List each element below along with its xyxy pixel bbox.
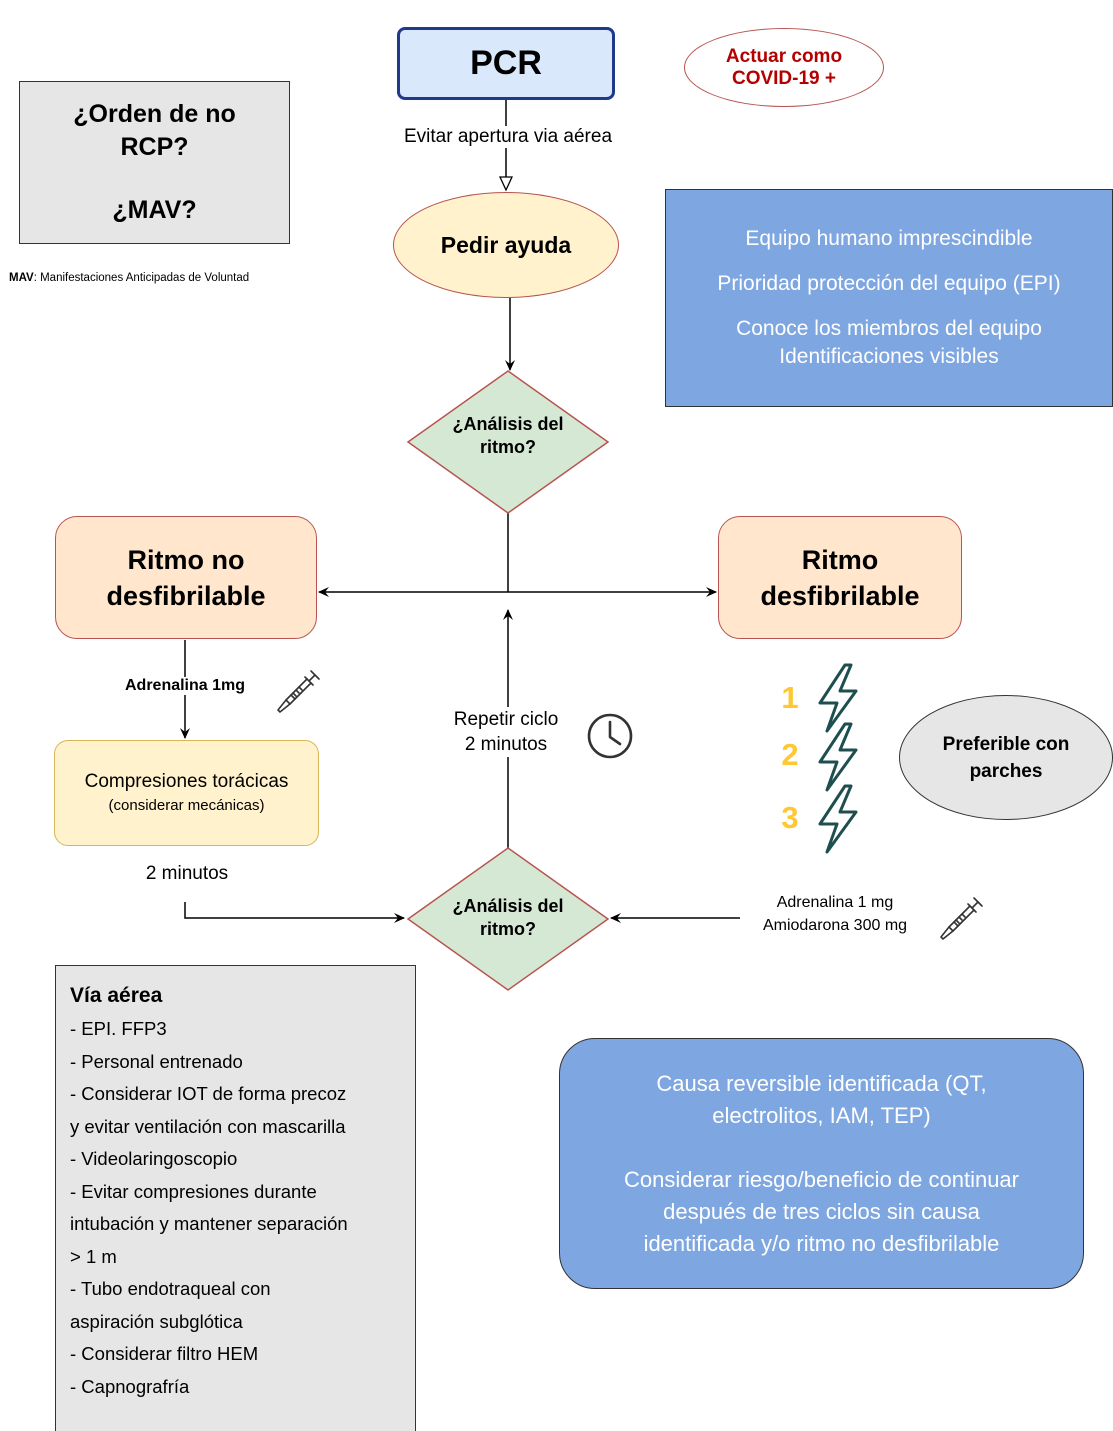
analysis-2-line-2: ritmo?: [480, 919, 536, 939]
rhythm-analysis-diamond-1: [406, 370, 610, 514]
compressions-title: Compresiones torácicas: [84, 771, 289, 792]
pads-line-2: parches: [969, 760, 1043, 782]
shock-number-2: 2: [781, 737, 799, 772]
airway-item: > 1 m: [70, 1245, 117, 1267]
team-line-1: Equipo humano imprescindible: [745, 227, 1033, 250]
reversible-cause-box: Causa reversible identificada (QT, elect…: [559, 1038, 1084, 1289]
shockable-line-1: Ritmo: [801, 544, 879, 575]
lightning-icon: [818, 722, 858, 792]
mav-question: ¿MAV?: [112, 196, 197, 224]
non-shockable-line-1: Ritmo no: [127, 544, 245, 575]
dnr-line-2: RCP?: [120, 133, 189, 161]
repeat-cycle-label: Repetir ciclo 2 minutos: [430, 707, 582, 757]
airway-item: - Considerar IOT de forma precoz: [70, 1083, 347, 1104]
adrenaline-dose: Adrenalina 1 mg: [776, 894, 894, 911]
two-minutes-label: 2 minutos: [145, 863, 229, 884]
non-shockable-rhythm-box: Ritmo no desfibrilable: [55, 516, 317, 639]
avoid-airway-label: Evitar apertura via aérea: [370, 126, 646, 148]
risk-line-1: Considerar riesgo/beneficio de continuar: [623, 1166, 1019, 1192]
repeat-line-1: Repetir ciclo: [453, 709, 559, 730]
dnr-line-1: ¿Orden de no: [73, 100, 236, 128]
non-shockable-line-2: desfibrilable: [106, 580, 266, 611]
mav-definition: : Manifestaciones Anticipadas de Volunta…: [33, 272, 250, 284]
compressions-subtitle: (considerar mecánicas): [108, 797, 265, 814]
dnr-question-box: ¿Orden de no RCP? ¿MAV?: [19, 81, 290, 244]
risk-line-2: después de tres ciclos sin causa: [663, 1198, 980, 1224]
syringe-icon: [277, 670, 320, 713]
pads-preferred-ellipse: Preferible con parches: [899, 695, 1113, 820]
airway-item: aspiración subglótica: [70, 1310, 243, 1332]
risk-line-3: identificada y/o ritmo no desfibrilable: [643, 1230, 1000, 1256]
rhythm-analysis-label-2: ¿Análisis del ritmo?: [408, 895, 608, 941]
airway-title: Vía aérea: [70, 984, 163, 1007]
clock-icon: [587, 713, 633, 759]
airway-item: - Videolaringoscopio: [70, 1148, 238, 1169]
rhythm-analysis-diamond-2: [406, 847, 610, 991]
airway-item: - Capnografría: [70, 1375, 190, 1397]
cause-line-1: Causa reversible identificada (QT,: [656, 1070, 987, 1096]
airway-item: - Evitar compresiones durante: [70, 1180, 317, 1202]
covid-line-1: Actuar como: [725, 45, 843, 67]
analysis-1-line-2: ritmo?: [480, 437, 536, 457]
syringe-icon: [940, 897, 983, 940]
airway-item: - Considerar filtro HEM: [70, 1343, 259, 1364]
pcr-title: PCR: [470, 44, 542, 82]
call-help-ellipse: Pedir ayuda: [393, 192, 619, 298]
airway-box: Vía aérea - EPI. FFP3 - Personal entrena…: [55, 965, 416, 1431]
connector-compresiones-analisis: [184, 902, 405, 923]
lightning-icon: [818, 663, 858, 733]
covid-line-2: COVID-19 +: [731, 67, 836, 89]
adrenaline-label: Adrenalina 1mg: [100, 677, 270, 695]
covid-warning-ellipse: Actuar como COVID-19 +: [684, 28, 884, 107]
airway-item: intubación y mantener separación: [70, 1213, 348, 1234]
mav-abbr: MAV: [9, 272, 34, 284]
airway-item: - Personal entrenado: [70, 1050, 243, 1072]
amiodarone-dose: Amiodarona 300 mg: [762, 917, 908, 934]
airway-item: y evitar ventilación con mascarilla: [70, 1115, 346, 1137]
cause-line-2: electrolitos, IAM, TEP): [712, 1102, 931, 1128]
mav-footnote: MAV: Manifestaciones Anticipadas de Volu…: [9, 272, 249, 284]
chest-compressions-box: Compresiones torácicas (considerar mecán…: [54, 740, 319, 846]
team-line-2: Prioridad protección del equipo (EPI): [717, 272, 1061, 295]
team-info-box: Equipo humano imprescindible Prioridad p…: [665, 189, 1113, 407]
team-line-3: Conoce los miembros del equipo: [736, 317, 1042, 340]
team-line-4: Identificaciones visibles: [779, 345, 999, 368]
drug-doses-label: Adrenalina 1 mg Amiodarona 300 mg: [740, 891, 930, 937]
call-help-label: Pedir ayuda: [440, 231, 572, 258]
lightning-icon: [818, 784, 858, 854]
airway-item: - Tubo endotraqueal con: [70, 1278, 271, 1299]
pcr-box: PCR: [397, 27, 615, 100]
shockable-rhythm-box: Ritmo desfibrilable: [718, 516, 962, 639]
pads-line-1: Preferible con: [942, 733, 1070, 755]
rhythm-analysis-label-1: ¿Análisis del ritmo?: [408, 413, 608, 459]
airway-item: - EPI. FFP3: [70, 1018, 167, 1039]
analysis-2-line-1: ¿Análisis del: [452, 896, 564, 916]
shock-number-3: 3: [781, 800, 799, 835]
repeat-line-2: 2 minutos: [464, 734, 548, 755]
shockable-line-2: desfibrilable: [760, 580, 920, 611]
analysis-1-line-1: ¿Análisis del: [452, 414, 564, 434]
shock-number-1: 1: [781, 680, 799, 715]
